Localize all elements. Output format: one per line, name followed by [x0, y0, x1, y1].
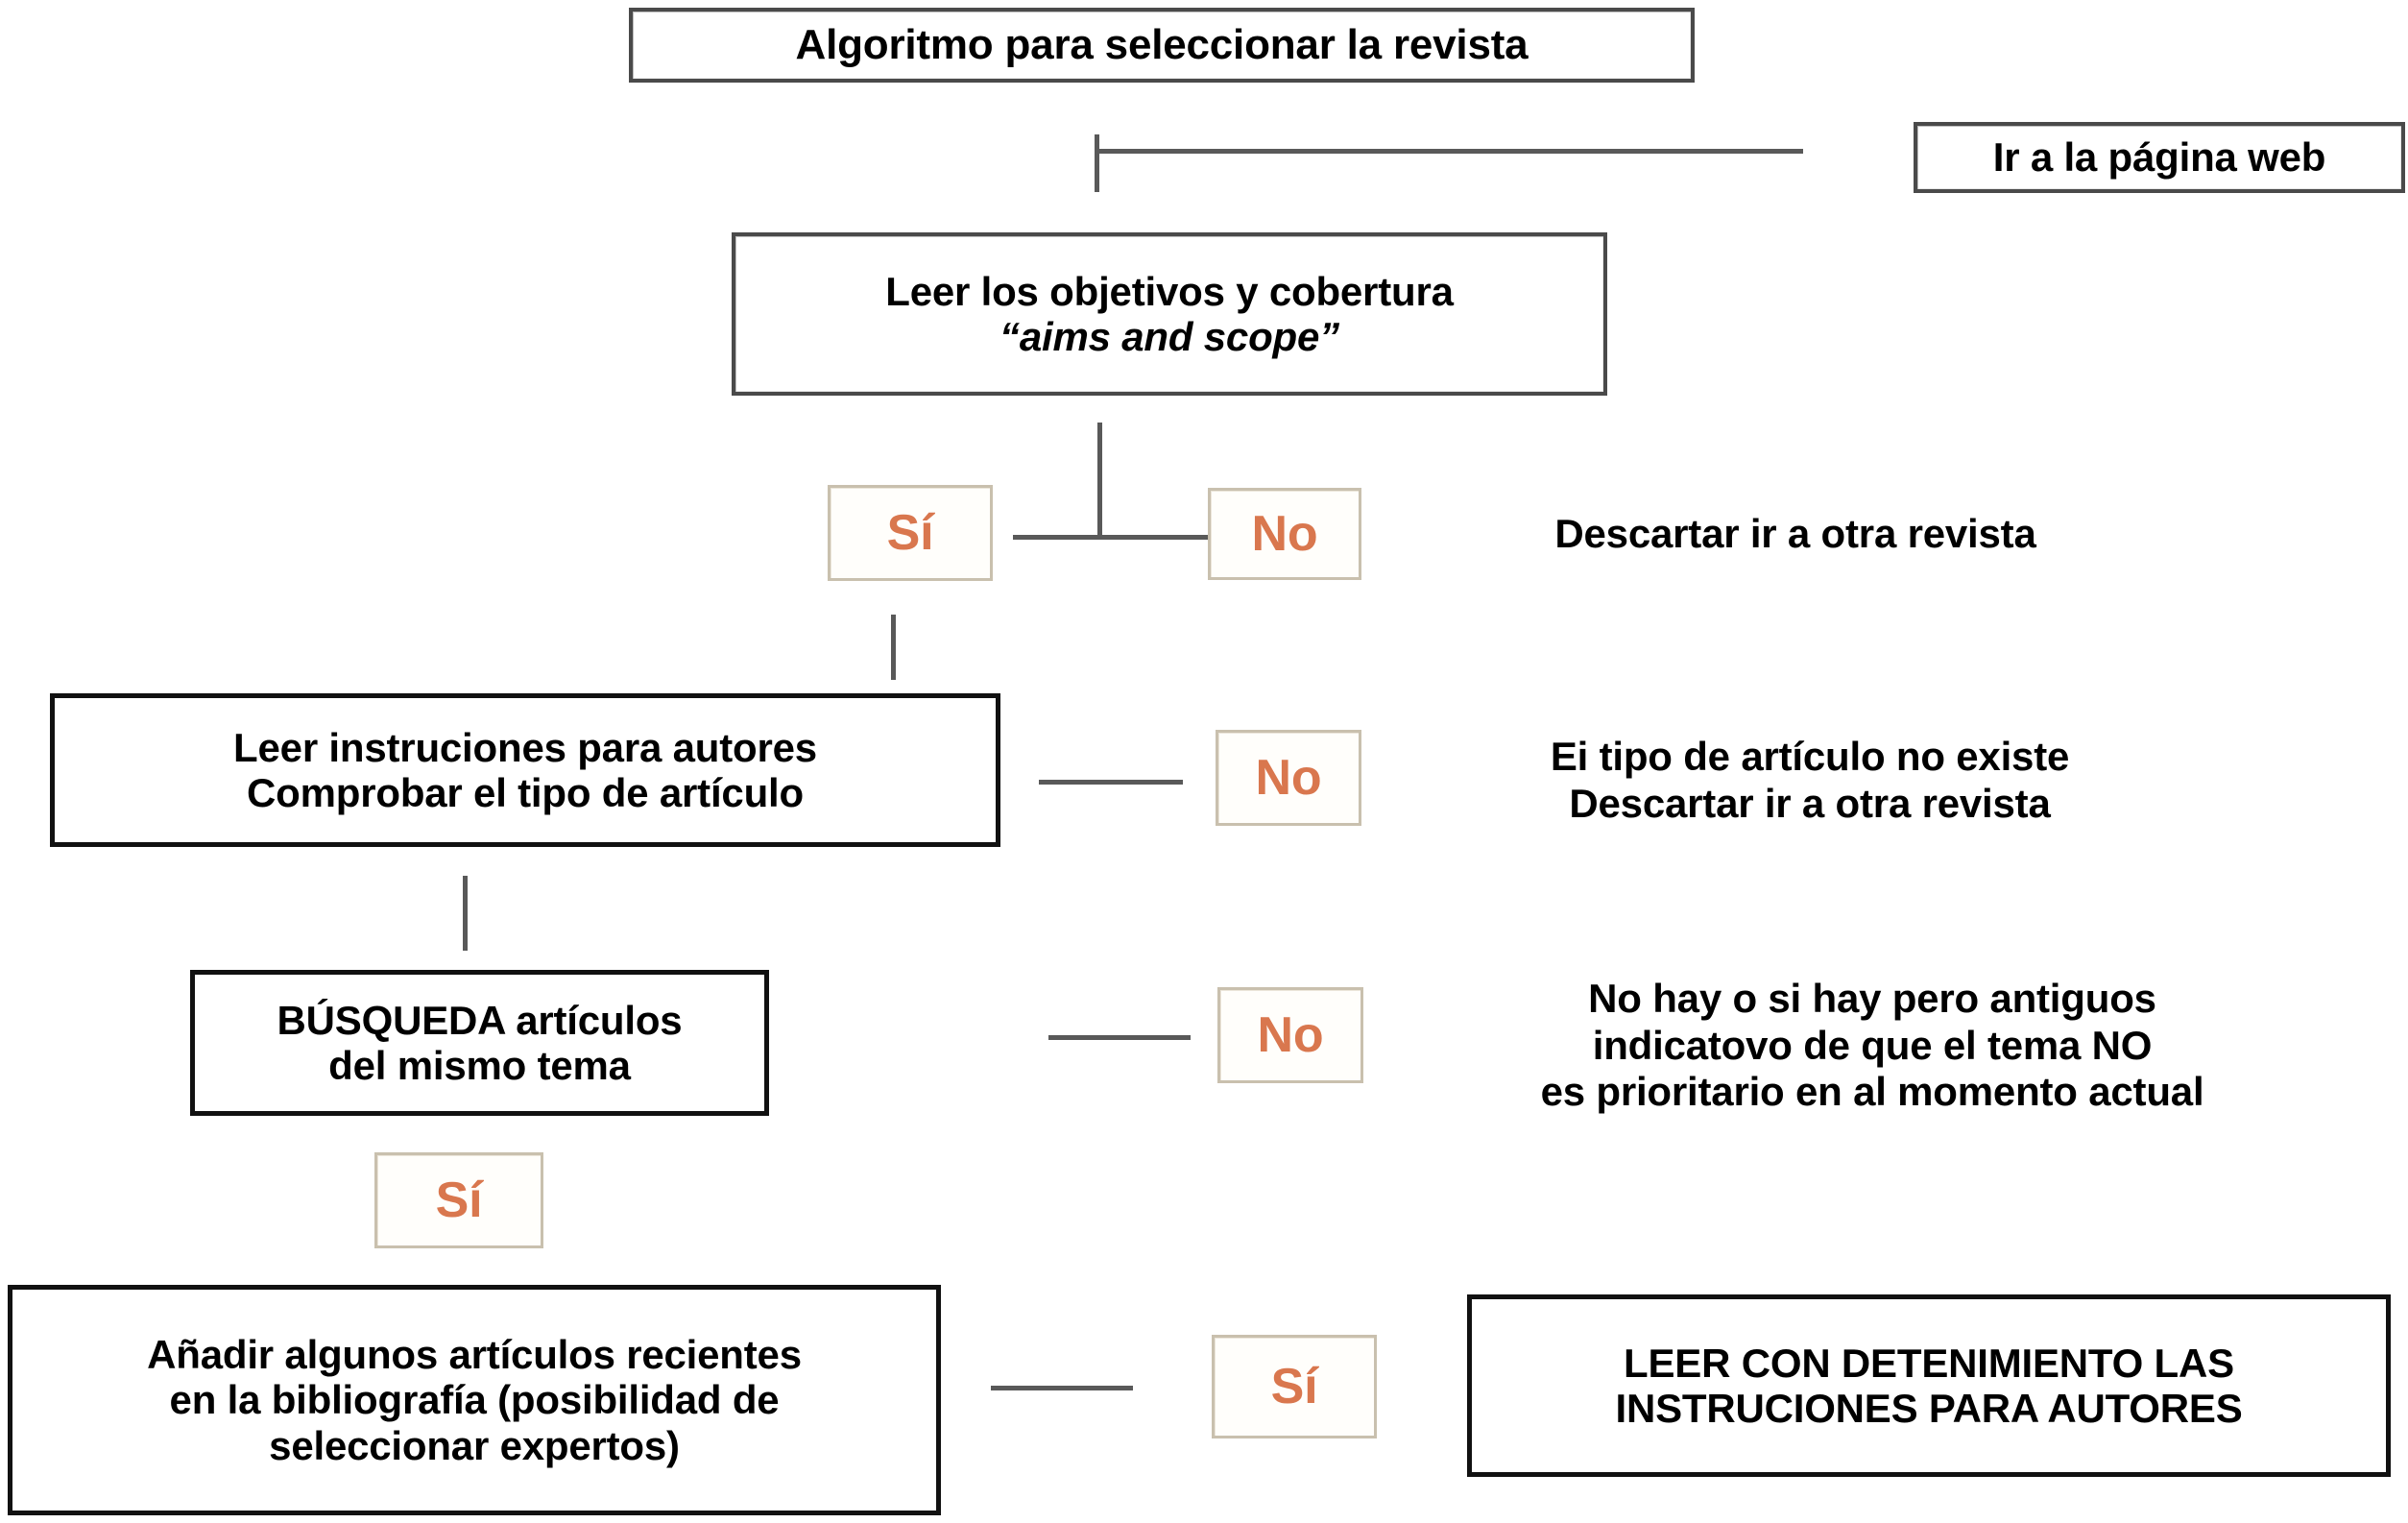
node-busqueda-articulos[interactable]: BÚSQUEDA artículos del mismo tema	[190, 970, 769, 1116]
chip-no-search[interactable]: No	[1217, 987, 1363, 1083]
note-no-hay-antiguos: No hay o si hay pero antiguos indicatovo…	[1411, 956, 2333, 1135]
chip-yes-search-label: Sí	[435, 1172, 483, 1228]
chip-no-search-label: No	[1257, 1006, 1324, 1063]
node-aims-and-scope-line2: “aims and scope”	[999, 314, 1339, 359]
node-busqueda-articulos-line2: del mismo tema	[328, 1043, 631, 1088]
node-aims-and-scope-line1: Leer los objetivos y cobertura	[885, 268, 1454, 314]
node-aims-and-scope[interactable]: Leer los objetivos y cobertura “aims and…	[732, 232, 1607, 396]
note-descartar-scope: Descartar ir a otra revista	[1440, 497, 2151, 570]
node-leer-con-detenimiento-line1: LEER CON DETENIMIENTO LAS	[1624, 1340, 2234, 1386]
chip-yes-refs-label: Sí	[1270, 1358, 1318, 1414]
note-no-hay-antiguos-line1: No hay o si hay pero antiguos	[1588, 975, 2156, 1021]
node-anadir-articulos-line1: Añadir algunos artículos recientes	[147, 1332, 802, 1378]
chip-no-type-label: No	[1255, 749, 1322, 806]
note-no-hay-antiguos-line3: es prioritario en al momento actual	[1540, 1069, 2204, 1115]
chip-yes-scope[interactable]: Sí	[828, 485, 993, 581]
connector-instructions-down-vertical	[463, 876, 468, 951]
node-leer-instrucciones-line1: Leer instruciones para autores	[233, 724, 817, 770]
node-leer-con-detenimiento[interactable]: LEER CON DETENIMIENTO LAS INSTRUCIONES P…	[1467, 1294, 2391, 1477]
chip-yes-scope-label: Sí	[886, 504, 934, 561]
node-leer-instrucciones[interactable]: Leer instruciones para autores Comprobar…	[50, 693, 1000, 847]
connector-anadir-to-yes-refs	[991, 1386, 1133, 1390]
chip-yes-search[interactable]: Sí	[374, 1152, 543, 1248]
note-descartar-scope-line1: Descartar ir a otra revista	[1554, 510, 2036, 556]
note-tipo-no-existe-line1: Ei tipo de artículo no existe	[1550, 734, 2070, 780]
connector-title-stub-vertical	[1095, 134, 1099, 192]
note-tipo-no-existe-line2: Descartar ir a otra revista	[1569, 781, 2051, 826]
node-leer-instrucciones-line2: Comprobar el tipo de artículo	[247, 770, 804, 815]
connector-aims-down-vertical	[1097, 423, 1102, 538]
connector-yes-scope-down-vertical	[891, 615, 896, 680]
chip-yes-refs[interactable]: Sí	[1212, 1335, 1377, 1438]
node-title-algoritmo-label: Algoritmo para seleccionar la revista	[795, 21, 1529, 69]
note-no-hay-antiguos-line2: indicatovo de que el tema NO	[1592, 1022, 2153, 1068]
chip-no-scope-label: No	[1251, 505, 1318, 562]
node-title-algoritmo[interactable]: Algoritmo para seleccionar la revista	[629, 8, 1695, 83]
node-leer-con-detenimiento-line2: INSTRUCIONES PARA AUTORES	[1615, 1386, 2243, 1431]
note-tipo-no-existe: Ei tipo de artículo no existe Descartar …	[1431, 718, 2189, 843]
node-busqueda-articulos-line1: BÚSQUEDA artículos	[277, 997, 683, 1043]
chip-no-type[interactable]: No	[1216, 730, 1361, 826]
connector-busqueda-to-no-search	[1048, 1035, 1191, 1040]
node-anadir-articulos[interactable]: Añadir algunos artículos recientes en la…	[8, 1285, 941, 1515]
node-ir-pagina-web[interactable]: Ir a la página web	[1914, 122, 2405, 193]
chip-no-scope[interactable]: No	[1208, 488, 1361, 580]
connector-scope-decision-horizontal	[1013, 535, 1301, 540]
node-ir-pagina-web-label: Ir a la página web	[1992, 134, 2326, 181]
node-anadir-articulos-line2: en la bibliografía (posibilidad de	[169, 1377, 780, 1423]
node-anadir-articulos-line3: seleccionar expertos)	[269, 1422, 680, 1468]
connector-instructions-to-no-type	[1039, 780, 1183, 785]
connector-title-to-webpage-horizontal	[1095, 149, 1803, 154]
